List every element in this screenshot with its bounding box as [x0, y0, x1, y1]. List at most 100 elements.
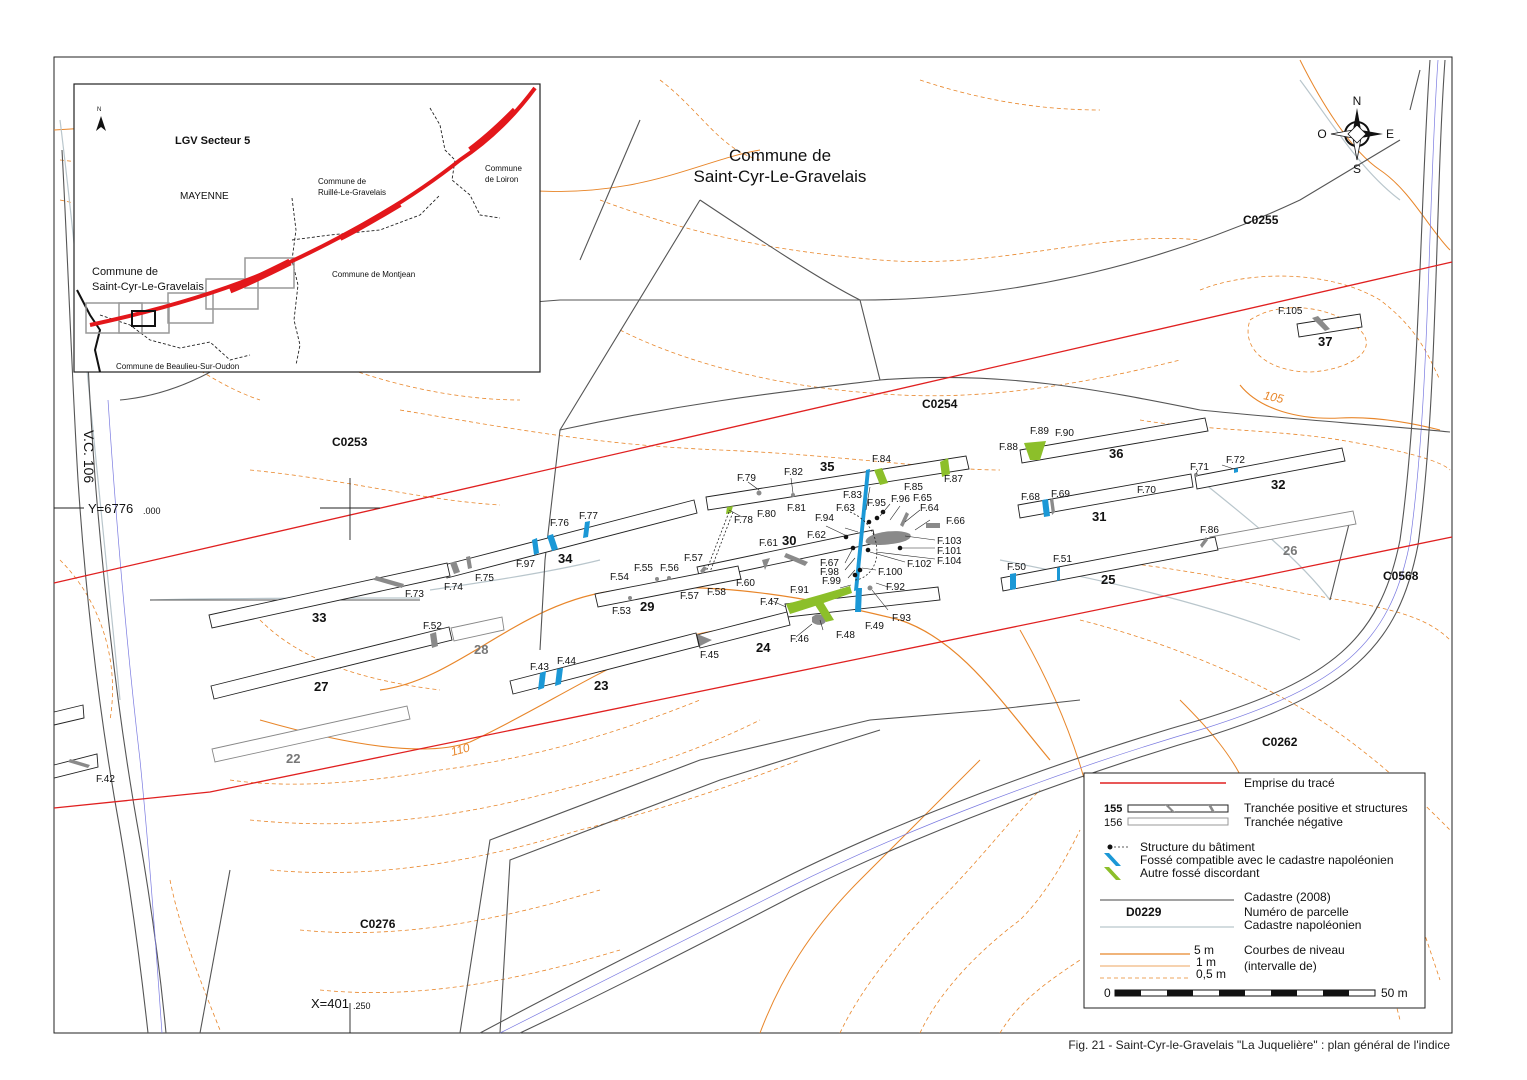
feature-label: F.68	[1021, 492, 1040, 503]
cadastre-2008	[61, 59, 1451, 1034]
inset-commune-main-2: Saint-Cyr-Le-Gravelais	[92, 281, 204, 293]
trench-number: 24	[756, 640, 771, 655]
inset-commune-label: Commune	[485, 164, 522, 173]
parcel-label: C0276	[360, 917, 396, 931]
legend-parcel-label: Numéro de parcelle	[1244, 905, 1349, 919]
feature-label: F.57	[684, 553, 703, 564]
feature-label: F.50	[1007, 562, 1026, 573]
feature-label: F.71	[1190, 462, 1209, 473]
feature-label: F.58	[707, 587, 726, 598]
feature-label: F.89	[1030, 426, 1049, 437]
feature-label: F.54	[610, 572, 629, 583]
legend-pos-num: 155	[1104, 803, 1122, 815]
feature-label: F.42	[96, 774, 115, 785]
feature-label: F.91	[790, 585, 809, 596]
feature-label: F.70	[1137, 485, 1156, 496]
feature-label: F.52	[423, 621, 442, 632]
feature-label: F.81	[787, 503, 806, 514]
trench-number: 32	[1271, 477, 1285, 492]
trench-number: 37	[1318, 334, 1332, 349]
legend-batiment: Structure du bâtiment	[1140, 840, 1255, 854]
legend-pos: Tranchée positive et structures	[1244, 801, 1408, 815]
trench-number: 29	[640, 599, 654, 614]
trench-number: 34	[558, 551, 573, 566]
legend-parcel-num: D0229	[1126, 905, 1162, 919]
inset-commune-label: Commune de Beaulieu-Sur-Oudon	[116, 362, 239, 371]
scale-start: 0	[1104, 986, 1111, 1000]
feature-label: F.88	[999, 442, 1018, 453]
parcel-label: C0254	[922, 397, 958, 411]
feature-label: F.74	[444, 582, 463, 593]
legend-courbes: Courbes de niveau	[1244, 943, 1345, 957]
feature-label: F.46	[790, 634, 809, 645]
feature-label: F.44	[557, 656, 576, 667]
legend-c1: 1 m	[1196, 955, 1216, 969]
feature-label: F.62	[807, 530, 826, 541]
feature-label: F.63	[836, 503, 855, 514]
feature-label: F.98	[820, 567, 839, 578]
legend-cadastre-napo: Cadastre napoléonien	[1244, 918, 1361, 932]
feature-label: F.102	[907, 559, 932, 570]
commune-title-line1: Commune de	[729, 146, 831, 165]
feature-label: F.85	[904, 482, 923, 493]
napoleonic-cadastre	[59, 79, 1401, 701]
feature-label: F.95	[867, 498, 886, 509]
feature-label: F.65	[913, 493, 932, 504]
feature-label: F.48	[836, 630, 855, 641]
coord-x: X=401	[311, 996, 349, 1011]
feature-label: F.57	[680, 591, 699, 602]
feature-label: F.79	[737, 473, 756, 484]
coord-y: Y=6776	[88, 501, 133, 516]
legend-fosse-autre: Autre fossé discordant	[1140, 866, 1260, 880]
inset-title: LGV Secteur 5	[175, 135, 250, 147]
trench-number: 27	[314, 679, 328, 694]
feature-label: F.99	[822, 576, 841, 587]
feature-label: F.97	[516, 559, 535, 570]
coord-y-decimals: .000	[143, 506, 161, 516]
parcel-numbers: C0255 C0254 C0253 C0568 C0262 C0276	[332, 213, 1419, 931]
feature-label: F.47	[760, 597, 779, 608]
compass-s: S	[1353, 162, 1361, 176]
trench-number: 26	[1283, 543, 1297, 558]
legend: Emprise du tracé 155 156 Tranchée positi…	[1083, 772, 1426, 1009]
compass-rose-icon: N S E O	[1317, 94, 1394, 176]
feature-label: F.73	[405, 589, 424, 600]
parcel-label: C0262	[1262, 735, 1298, 749]
compass-w: O	[1317, 127, 1326, 141]
feature-label: F.49	[865, 621, 884, 632]
trench-number: 28	[474, 642, 488, 657]
legend-neg: Tranchée négative	[1244, 815, 1343, 829]
legend-trace: Emprise du tracé	[1244, 776, 1335, 790]
inset-commune-label: Ruillé-Le-Gravelais	[318, 188, 386, 197]
feature-label: F.87	[944, 474, 963, 485]
feature-label: F.92	[886, 582, 905, 593]
legend-c05: 0,5 m	[1196, 967, 1226, 981]
feature-label: F.77	[579, 511, 598, 522]
feature-label: F.45	[700, 650, 719, 661]
feature-label: F.55	[634, 563, 653, 574]
inset-commune-label: Commune de	[318, 177, 367, 186]
feature-label: F.64	[920, 503, 939, 514]
coord-x-decimals: .250	[353, 1001, 371, 1011]
feature-label: F.101	[937, 546, 962, 557]
feature-label: F.69	[1051, 489, 1070, 500]
feature-label: F.78	[734, 515, 753, 526]
trench-number: 35	[820, 459, 834, 474]
feature-label: F.96	[891, 494, 910, 505]
parcel-label: C0568	[1383, 569, 1419, 583]
leader-lines	[728, 464, 1235, 638]
feature-label: F.76	[550, 518, 569, 529]
feature-label: F.51	[1053, 554, 1072, 565]
trenches	[53, 313, 1363, 779]
road-label: V.C. 106	[81, 430, 97, 483]
trench-number: 30	[782, 533, 796, 548]
legend-c5: 5 m	[1194, 943, 1214, 957]
scale-end: 50 m	[1381, 986, 1408, 1000]
structures	[68, 316, 1330, 768]
contour-label-110: 110	[449, 740, 471, 759]
feature-label: F.66	[946, 516, 965, 527]
feature-label: F.56	[660, 563, 679, 574]
commune-title-line2: Saint-Cyr-Le-Gravelais	[694, 167, 867, 186]
feature-label: F.86	[1200, 525, 1219, 536]
